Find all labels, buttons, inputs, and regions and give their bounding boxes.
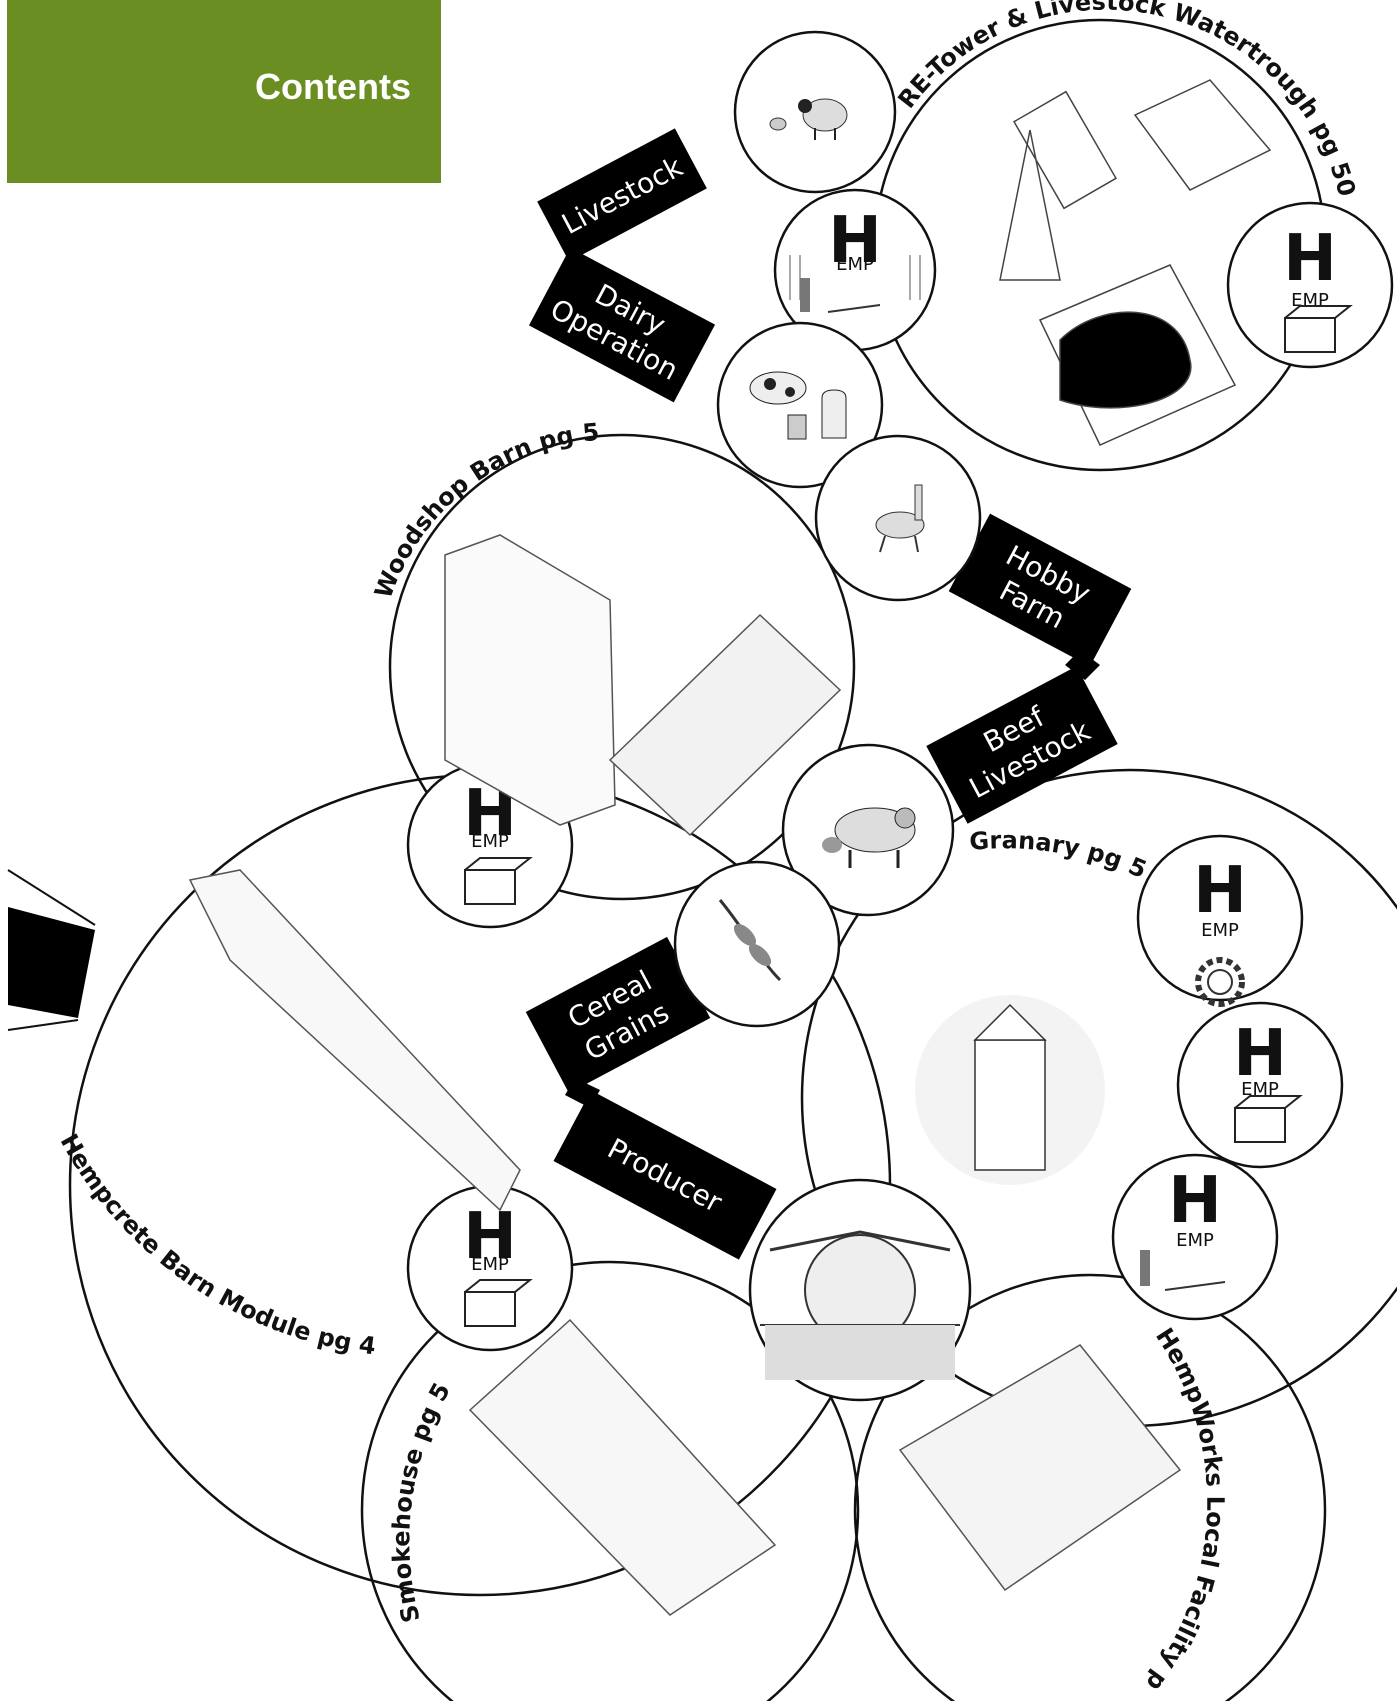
tag-producer: Producer — [554, 1090, 777, 1259]
kiln-icon — [750, 1180, 970, 1400]
tag-beef: Beef Livestock — [926, 666, 1117, 824]
emp-gear-badge-granary: H EMP — [1138, 836, 1302, 1004]
alpaca-icon — [816, 436, 980, 600]
svg-text:EMP: EMP — [1201, 920, 1239, 941]
svg-text:EMP: EMP — [471, 831, 509, 852]
retower-sketch — [1000, 80, 1270, 445]
emp-box-badge-hempcrete: H EMP — [408, 1186, 572, 1350]
module-label-smokehouse: Smokehouse pg 53 — [0, 0, 456, 1625]
emp-field-badge-granary: H EMP — [1113, 1155, 1277, 1319]
module-label-hempcrete: Hempcrete Barn Module pg 48 — [0, 0, 378, 1360]
svg-text:EMP: EMP — [471, 1254, 509, 1275]
emp-box-badge-granary: H EMP — [1178, 1003, 1342, 1167]
module-label-retower: RE-Tower & Livestock Watertrough pg 50 — [892, 0, 1360, 199]
woodshop-sketch — [445, 535, 840, 835]
milk-jug-icon — [822, 390, 846, 438]
sheep-icon — [735, 32, 895, 192]
svg-text:H: H — [1168, 1164, 1222, 1238]
granary-sketch — [915, 995, 1105, 1185]
svg-text:EMP: EMP — [836, 254, 874, 275]
tag-dairy: Dairy Operation — [529, 248, 715, 403]
module-label-woodshop: Woodshop Barn pg 51 — [0, 0, 600, 602]
partial-tag-left — [8, 870, 95, 1030]
emp-box-badge-retower: H EMP — [1228, 203, 1392, 367]
svg-text:H: H — [1193, 854, 1247, 928]
tag-livestock: Livestock — [537, 128, 707, 261]
svg-text:EMP: EMP — [1176, 1230, 1214, 1251]
svg-text:H: H — [1283, 222, 1337, 296]
wheat-icon — [675, 862, 839, 1026]
hempworks-sketch — [900, 1345, 1180, 1590]
